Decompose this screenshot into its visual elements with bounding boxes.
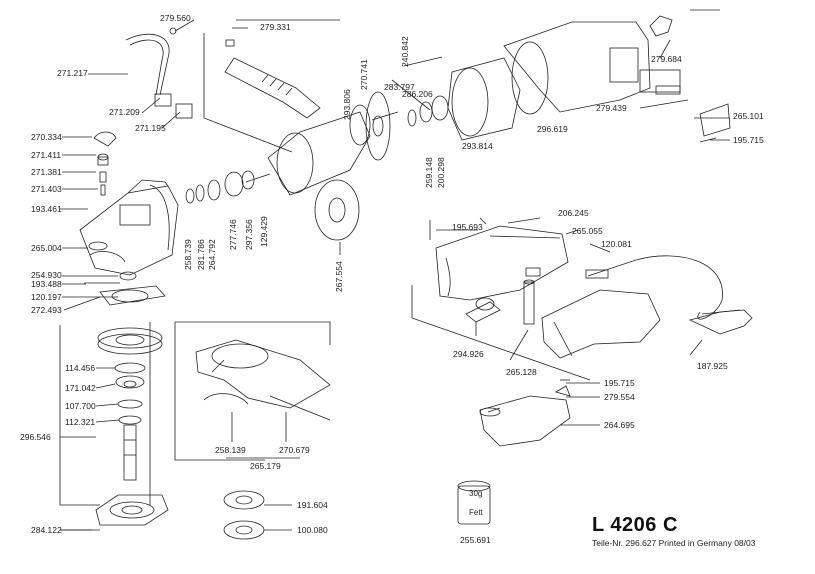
part-label: 264.792 <box>207 239 217 270</box>
grease-label: Fett <box>469 508 483 517</box>
part-label: 270.741 <box>359 59 369 90</box>
part-label: 296.546 <box>20 432 51 442</box>
part-label: 277.746 <box>228 219 238 250</box>
part-label: 281.786 <box>196 239 206 270</box>
part-label: 270.679 <box>279 445 310 455</box>
part-label: 264.695 <box>604 420 635 430</box>
part-label: 171.042 <box>65 383 96 393</box>
part-label: 195.693 <box>452 222 483 232</box>
part-label: 284.122 <box>31 525 62 535</box>
part-label: 206.245 <box>558 208 589 218</box>
part-label: 193.461 <box>31 204 62 214</box>
part-label: 294.926 <box>453 349 484 359</box>
part-label: 271.411 <box>31 150 62 160</box>
part-label: 114.456 <box>65 363 96 373</box>
part-label: 271.381 <box>31 167 62 177</box>
part-label: 191.604 <box>297 500 328 510</box>
part-label: 195.715 <box>733 135 764 145</box>
part-label: 112.321 <box>65 417 96 427</box>
part-label: 187.925 <box>697 361 728 371</box>
part-label: 271.209 <box>109 107 140 117</box>
part-label: 259.148 <box>424 157 434 188</box>
part-label: 100.080 <box>297 525 328 535</box>
part-label: 286.206 <box>402 89 433 99</box>
part-label: 120.197 <box>31 292 62 302</box>
part-label: 265.055 <box>572 226 603 236</box>
part-label: 258.139 <box>215 445 246 455</box>
model-title: L 4206 C <box>592 514 678 536</box>
part-label: 258.739 <box>183 239 193 270</box>
part-label: 297.356 <box>244 219 254 250</box>
part-label: 279.560 <box>160 13 191 23</box>
part-label: 279.684 <box>651 54 682 64</box>
part-label: 270.334 <box>31 132 62 142</box>
part-label: 193.488 <box>31 279 62 289</box>
part-label: 271.403 <box>31 184 62 194</box>
part-label: 120.081 <box>601 239 632 249</box>
grease-part-number: 255.691 <box>460 535 491 545</box>
part-label: 240.842 <box>400 36 410 67</box>
part-label: 279.439 <box>596 103 627 113</box>
part-label: 265.101 <box>733 111 764 121</box>
part-label: 267.554 <box>334 261 344 292</box>
part-label: 254.930 <box>31 270 62 280</box>
part-label: 283.797 <box>384 82 415 92</box>
part-label: 107.700 <box>65 401 96 411</box>
part-label: 129.429 <box>259 216 269 247</box>
part-label: 271.195 <box>135 123 166 133</box>
part-label: 271.217 <box>57 68 88 78</box>
part-label: 265.128 <box>506 367 537 377</box>
part-label: 293.814 <box>462 141 493 151</box>
part-label: 265.004 <box>31 243 62 253</box>
model-subtitle: Teile-Nr. 296.627 Printed in Germany 08/… <box>592 538 756 548</box>
grease-weight: 30g <box>469 489 483 498</box>
part-label: 265.179 <box>250 461 281 471</box>
part-label: 296.619 <box>537 124 568 134</box>
part-label: 279.554 <box>604 392 635 402</box>
part-label: 272.493 <box>31 305 62 315</box>
part-label: 195.715 <box>604 378 635 388</box>
part-label: 200.298 <box>436 157 446 188</box>
part-label: 279.331 <box>260 22 291 32</box>
part-label: 293.806 <box>342 89 352 120</box>
